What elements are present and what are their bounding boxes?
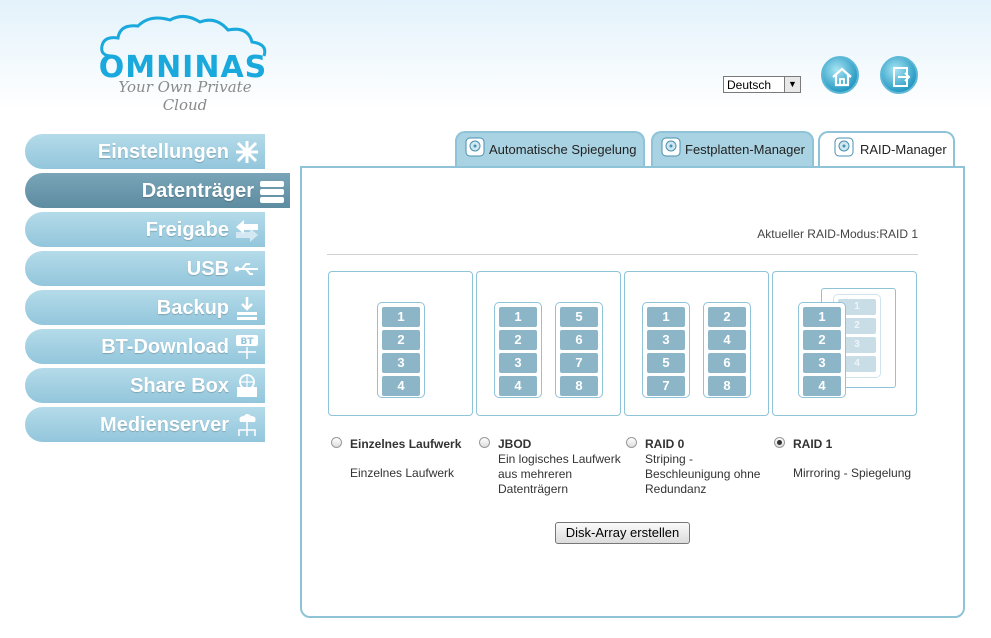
sidebar-item-bt-download[interactable]: BT-Download BT [25,329,265,364]
bt-icon: BT [236,335,258,359]
disk-block: 5 [647,353,685,373]
disk-block: 2 [499,330,537,350]
disk-icon [465,137,485,157]
option-desc: Mirroring - Spiegelung [793,466,912,480]
home-button[interactable] [821,56,859,94]
disk-block: 8 [708,376,746,396]
disk-block: 2 [382,330,420,350]
option-desc: Striping - Beschleunigung ohne Redundanz [645,452,761,496]
disk-block: 2 [838,318,876,334]
sidebar-item-label: Datenträger [141,180,254,202]
mediaserver-icon [238,414,256,436]
sidebar-item-label: Freigabe [145,219,229,241]
disk-block: 1 [838,299,876,315]
cloud-icon [100,15,267,58]
download-icon [237,297,257,320]
option-name: RAID 0 [645,437,685,451]
disk-block: 3 [803,353,841,373]
divider [327,254,918,255]
tab-automatische-spiegelung[interactable]: Automatische Spiegelung [455,131,645,167]
disk-column: 1 2 3 4 [377,302,425,398]
disk-column: 5 6 7 8 [555,302,603,398]
diagram-raid1: 1 2 3 4 1 2 3 4 [772,271,917,416]
diagram-single-drive: 1 2 3 4 [328,271,473,416]
radio-single-drive[interactable] [331,437,342,448]
logout-button[interactable] [880,56,918,94]
disk-block: 4 [708,330,746,350]
disk-block: 5 [560,307,598,327]
sharebox-icon [237,374,257,397]
disk-block: 3 [838,337,876,353]
omninas-logo: OMNINAS Your Own Private Cloud [98,14,270,114]
disk-block: 3 [382,353,420,373]
disk-block: 1 [382,307,420,327]
sidebar-item-label: BT-Download [101,336,229,358]
disk-block: 6 [560,330,598,350]
home-icon [832,67,852,87]
sidebar-item-einstellungen[interactable]: Einstellungen [25,134,265,169]
disk-block: 2 [803,330,841,350]
disk-block: 4 [803,376,841,396]
create-disk-array-button[interactable]: Disk-Array erstellen [555,522,690,544]
disk-block: 4 [838,356,876,372]
drives-icon [260,181,284,203]
logout-icon [893,67,911,87]
diagram-jbod: 1 2 3 4 5 6 7 8 [476,271,621,416]
tab-label: RAID-Manager [860,142,947,157]
radio-jbod[interactable] [479,437,490,448]
tab-raid-manager[interactable]: RAID-Manager [818,131,955,169]
sidebar-item-usb[interactable]: USB [25,251,265,286]
disk-block: 1 [647,307,685,327]
brand-tagline: Your Own Private Cloud [118,78,252,114]
radio-raid0[interactable] [626,437,637,448]
sidebar-item-backup[interactable]: Backup [25,290,265,325]
sidebar-item-label: Einstellungen [97,141,229,163]
sidebar-item-datentraeger[interactable]: Datenträger [25,173,290,208]
option-name: Einzelnes Laufwerk [350,437,462,451]
disk-block: 6 [708,353,746,373]
tab-label: Automatische Spiegelung [489,142,637,157]
sidebar-item-label: USB [186,258,229,280]
disk-column: 1 2 3 4 [494,302,542,398]
tools-icon [236,141,258,163]
disk-block: 1 [803,307,841,327]
disk-column: 1 3 5 7 [642,302,690,398]
sidebar-item-label: Share Box [130,375,229,397]
option-desc: Ein logisches Laufwerk aus mehreren Date… [498,452,621,496]
disk-block: 7 [560,353,598,373]
share-arrow-icon [236,220,258,242]
brand-name: OMNINAS [98,50,268,85]
option-name: JBOD [498,437,532,451]
disk-block: 4 [382,376,420,396]
chevron-down-icon[interactable]: ▼ [784,77,800,92]
usb-icon [234,263,258,275]
disk-column: 1 2 3 4 [798,302,846,398]
tab-label: Festplatten-Manager [685,142,805,157]
tab-festplatten-manager[interactable]: Festplatten-Manager [651,131,814,167]
diagram-raid0: 1 3 5 7 2 4 6 8 [624,271,769,416]
sidebar-item-freigabe[interactable]: Freigabe [25,212,265,247]
disk-column: 2 4 6 8 [703,302,751,398]
radio-raid1[interactable] [774,437,785,448]
sidebar-item-share-box[interactable]: Share Box [25,368,265,403]
disk-icon [661,137,681,157]
language-select[interactable]: Deutsch ▼ [723,76,801,93]
option-name: RAID 1 [793,437,833,451]
disk-block: 3 [647,330,685,350]
disk-block: 1 [499,307,537,327]
option-desc: Einzelnes Laufwerk [350,466,455,480]
disk-icon [834,137,854,157]
disk-block: 8 [560,376,598,396]
current-raid-mode: Aktueller RAID-Modus:RAID 1 [757,227,918,241]
disk-block: 3 [499,353,537,373]
disk-block: 7 [647,376,685,396]
language-value: Deutsch [727,78,772,92]
svg-text:BT: BT [241,337,255,347]
sidebar-item-label: Backup [156,297,229,319]
sidebar-item-medienserver[interactable]: Medienserver [25,407,265,442]
disk-block: 2 [708,307,746,327]
sidebar-item-label: Medienserver [100,414,229,436]
disk-block: 4 [499,376,537,396]
